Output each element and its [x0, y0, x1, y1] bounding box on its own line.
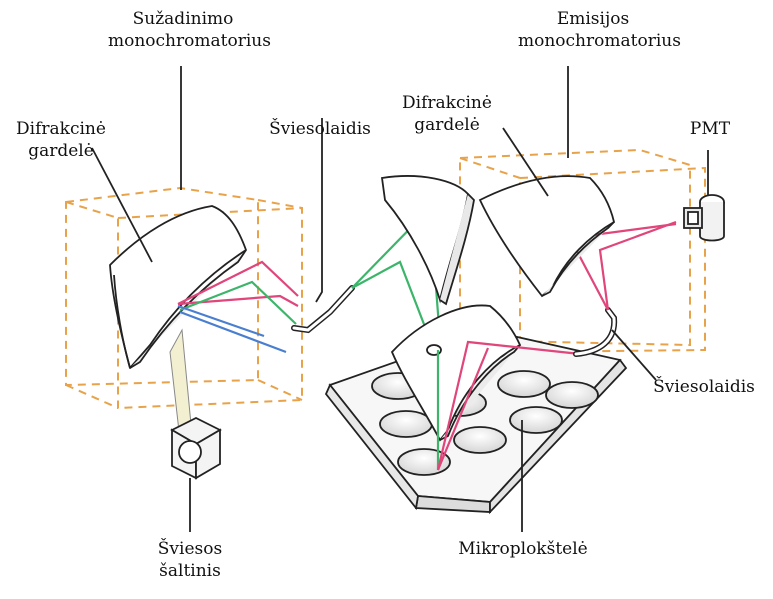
fiber-right — [576, 310, 614, 354]
middle-mirror — [382, 176, 474, 304]
microplate-label: Mikroplokštelė — [448, 538, 598, 560]
left-grating-label: Difrakcinė gardelė — [6, 118, 116, 162]
emission-monochromator-label: Emisijos monochromatorius — [518, 8, 668, 52]
top-fiber-label: Šviesolaidis — [255, 118, 385, 140]
light-source — [172, 418, 220, 478]
right-fiber-label: Šviesolaidis — [640, 376, 768, 398]
light-source-label: Šviesos šaltinis — [140, 538, 240, 582]
right-grating-label: Difrakcinė gardelė — [392, 92, 502, 136]
excitation-monochromator-label: Sužadinimo monochromatorius — [108, 8, 258, 52]
pmt-label: PMT — [680, 118, 740, 140]
